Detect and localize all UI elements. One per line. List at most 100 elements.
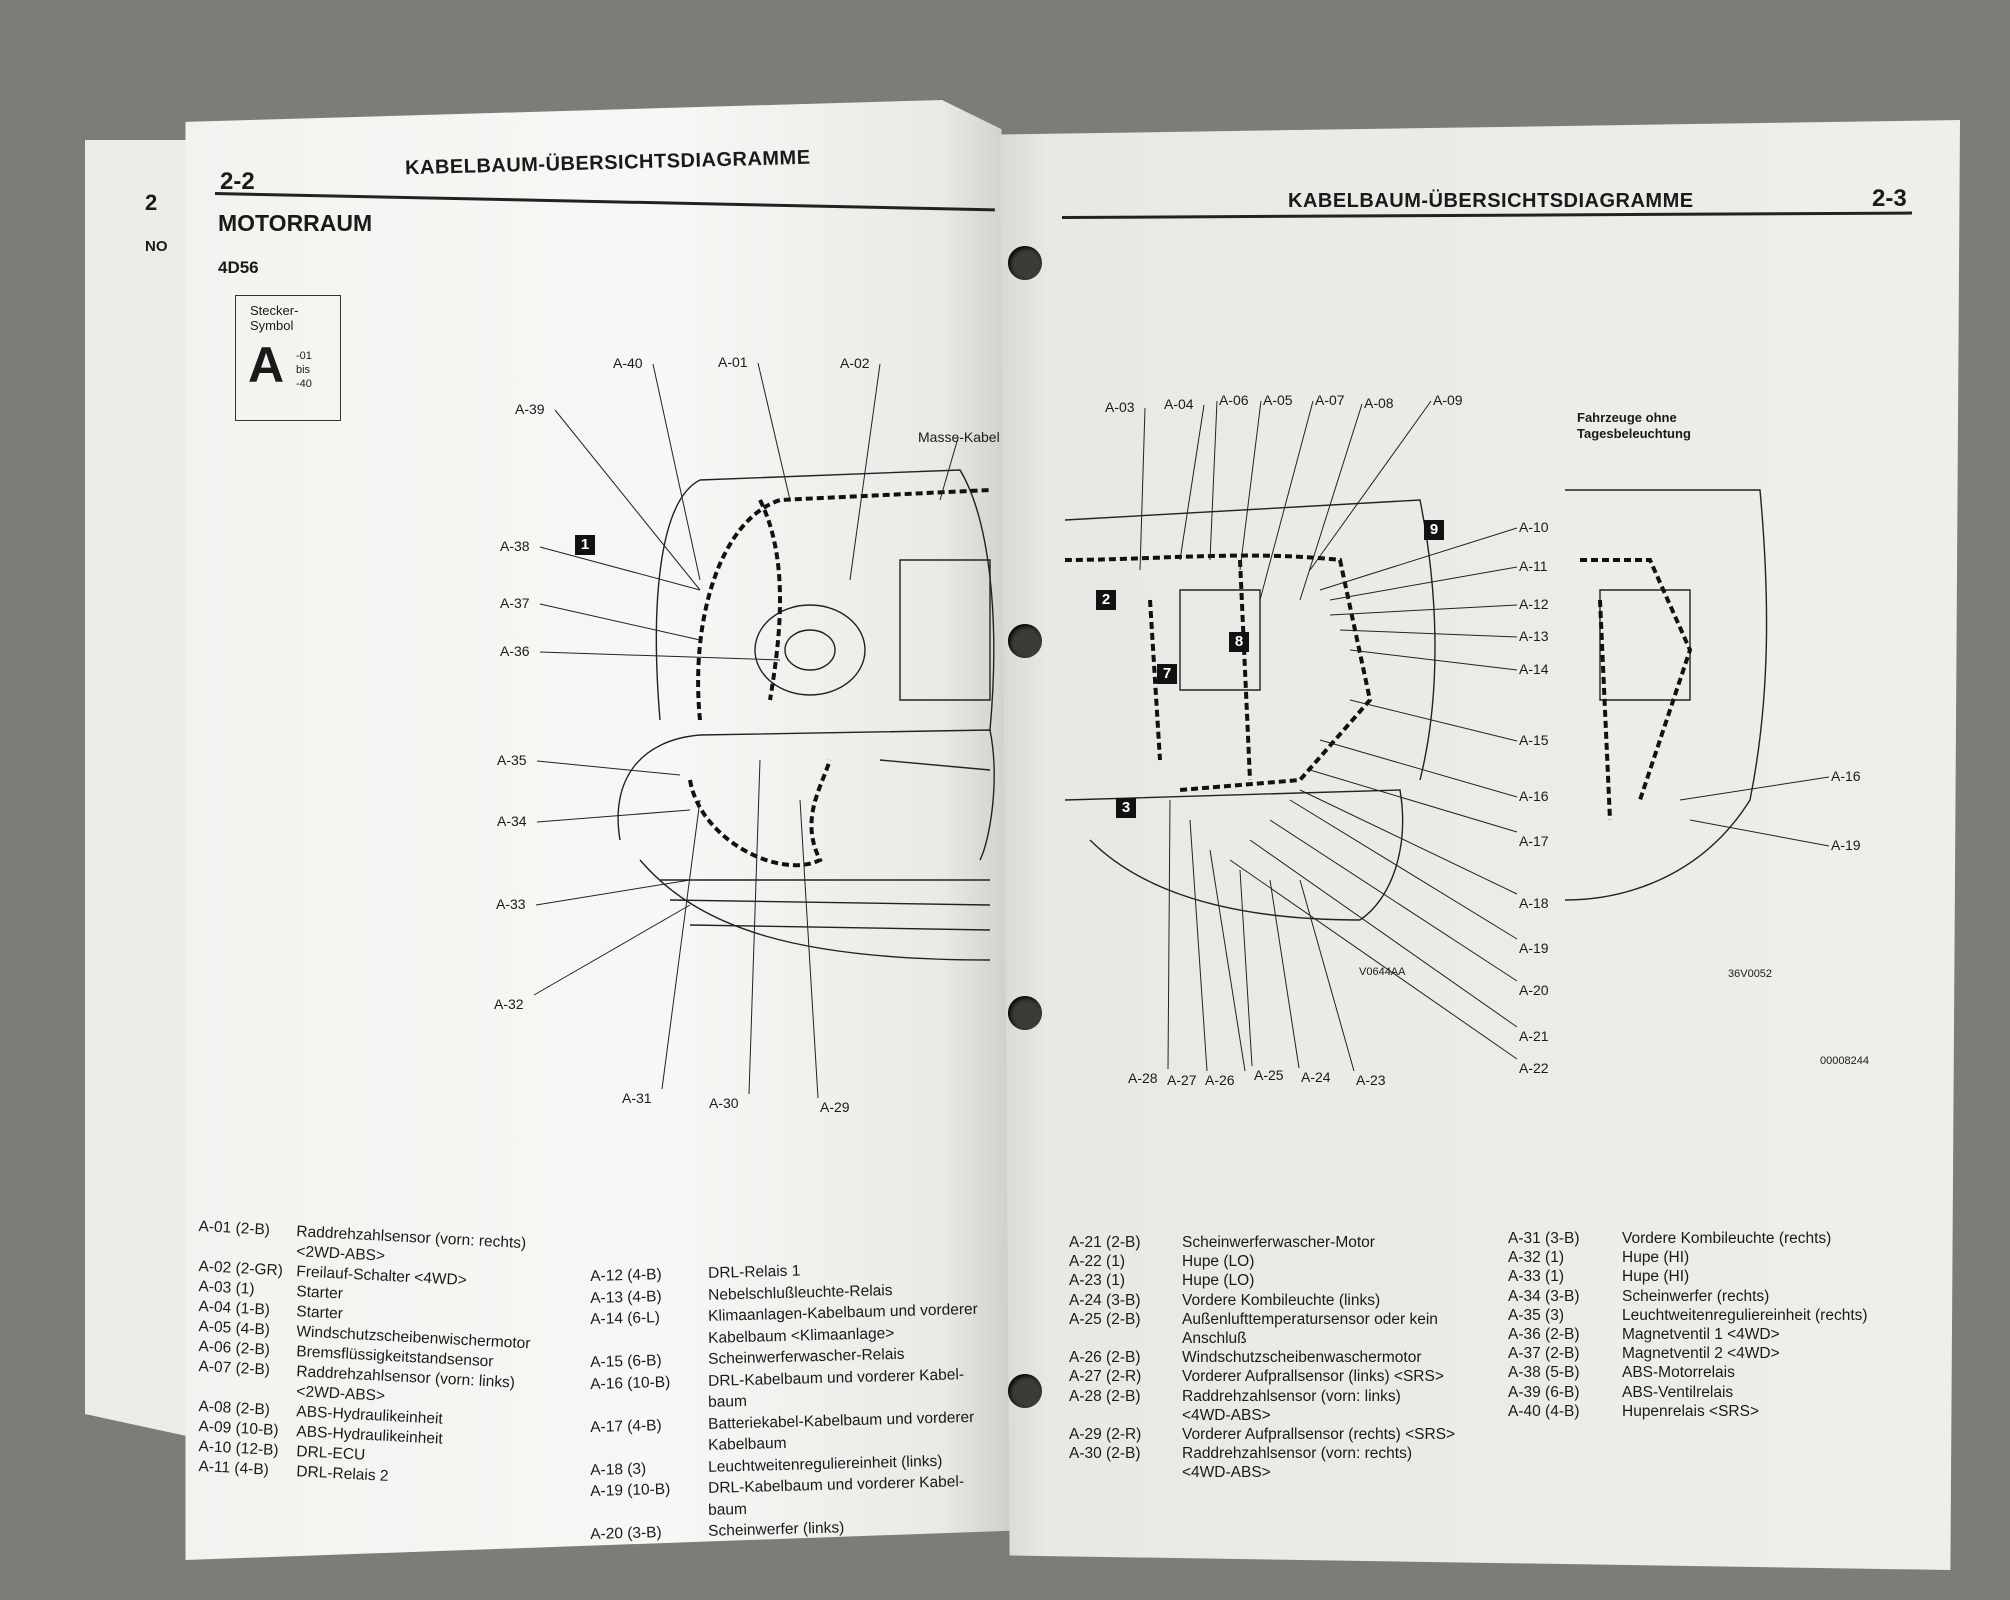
leader-line bbox=[849, 363, 881, 581]
leader-line bbox=[799, 799, 819, 1099]
legend-description: Vorderer Aufprallsensor (rechts) <SRS> bbox=[1182, 1426, 1456, 1443]
diagram-label: A-06 bbox=[1219, 392, 1249, 408]
diagram-label: A-05 bbox=[1263, 392, 1293, 408]
legend-description: Starter bbox=[295, 1303, 344, 1323]
connector-caption-2: Symbol bbox=[250, 318, 294, 333]
diagram-label: A-38 bbox=[500, 538, 530, 554]
leader-line bbox=[661, 799, 701, 1090]
figure-code-page: 00008244 bbox=[1820, 1055, 1869, 1067]
legend-code: A-21 (2-B) bbox=[1069, 1234, 1141, 1251]
underlying-page-text: NO bbox=[145, 238, 168, 255]
leader-line bbox=[1299, 879, 1355, 1072]
diagram-label: A-11 bbox=[1519, 558, 1548, 574]
connector-symbol-box: Stecker- Symbol A -01 bis -40 bbox=[235, 295, 341, 421]
legend-code: A-27 (2-R) bbox=[1069, 1368, 1142, 1386]
diagram-label: A-17 bbox=[1519, 833, 1549, 849]
legend-description: Vordere Kombileuchte (rechts) bbox=[1622, 1230, 1832, 1247]
legend-code: A-08 (2-B) bbox=[198, 1398, 271, 1419]
left-harness bbox=[688, 488, 991, 868]
legend-code: A-07 (2-B) bbox=[198, 1358, 271, 1379]
diagram-label: A-28 bbox=[1128, 1070, 1158, 1086]
legend-code: A-11 (4-B) bbox=[198, 1458, 270, 1479]
diagram-label: A-08 bbox=[1364, 395, 1394, 411]
leader-line bbox=[539, 546, 701, 591]
leader-line bbox=[757, 362, 791, 501]
leader-line bbox=[1299, 403, 1363, 601]
legend-code: A-06 (2-B) bbox=[198, 1338, 271, 1359]
legend-code: A-34 (3-B) bbox=[1508, 1287, 1580, 1305]
legend-code: A-32 (1) bbox=[1508, 1249, 1564, 1267]
callout-number: 8 bbox=[1229, 632, 1249, 652]
diagram-label: A-01 bbox=[718, 354, 748, 370]
legend-description: baum bbox=[707, 1500, 748, 1519]
legend-description: DRL-ECU bbox=[295, 1443, 366, 1464]
legend-description: <4WD-ABS> bbox=[1182, 1406, 1271, 1424]
legend-code: A-29 (2-R) bbox=[1069, 1426, 1142, 1443]
diagram-label: A-21 bbox=[1519, 1028, 1549, 1044]
legend-description: Scheinwerfer (rechts) bbox=[1622, 1287, 1770, 1305]
legend-code: A-38 (5-B) bbox=[1508, 1364, 1580, 1382]
diagram-label: A-36 bbox=[500, 643, 530, 659]
diagram-label: A-09 bbox=[1433, 392, 1463, 408]
punch-hole bbox=[1008, 246, 1042, 280]
leader-line bbox=[1239, 400, 1262, 571]
diagram-label: A-34 bbox=[497, 813, 527, 829]
diagram-label: A-27 bbox=[1167, 1072, 1197, 1088]
diagram-label: A-03 bbox=[1105, 399, 1135, 415]
legend-description: DRL-Relais 1 bbox=[707, 1262, 801, 1282]
diagram-label: A-13 bbox=[1519, 628, 1549, 644]
legend-description: baum bbox=[707, 1392, 748, 1411]
legend-code: A-31 (3-B) bbox=[1508, 1230, 1580, 1247]
legend-code: A-30 (2-B) bbox=[1069, 1445, 1141, 1463]
punch-hole bbox=[1008, 996, 1042, 1030]
inset-title-line1: Fahrzeuge ohne bbox=[1577, 410, 1677, 425]
diagram-label: A-29 bbox=[820, 1099, 850, 1115]
legend-code: A-33 (1) bbox=[1508, 1268, 1564, 1286]
diagram-label: A-32 bbox=[494, 996, 524, 1012]
legend-description: ABS-Motorrelais bbox=[1622, 1364, 1735, 1382]
legend-description: Scheinwerferwascher-Motor bbox=[1182, 1234, 1375, 1251]
punch-hole bbox=[1008, 1374, 1042, 1408]
right-page-number: 2-3 bbox=[1872, 185, 1907, 212]
diagram-label: A-16 bbox=[1831, 768, 1861, 784]
underlying-page-number: 2 bbox=[145, 190, 158, 215]
legend-code: A-39 (6-B) bbox=[1508, 1383, 1580, 1401]
diagram-label: A-16 bbox=[1519, 788, 1549, 804]
legend-description: Hupe (LO) bbox=[1182, 1253, 1255, 1271]
legend-description: Anschluß bbox=[1182, 1330, 1247, 1347]
legend-description: Starter bbox=[295, 1283, 344, 1303]
legend-code: A-12 (4-B) bbox=[590, 1266, 662, 1285]
diagram-label: A-22 bbox=[1519, 1060, 1549, 1076]
diagram-label: A-35 bbox=[497, 752, 527, 768]
leader-line bbox=[533, 904, 691, 996]
leader-line bbox=[1309, 400, 1432, 571]
callout-number: 3 bbox=[1116, 798, 1136, 818]
engine-code: 4D56 bbox=[218, 258, 259, 277]
callout-number: 1 bbox=[575, 535, 595, 555]
leader-line bbox=[539, 603, 701, 641]
leader-line bbox=[748, 759, 761, 1095]
legend-code: A-25 (2-B) bbox=[1069, 1310, 1141, 1328]
legend-description: Vorderer Aufprallsensor (links) <SRS> bbox=[1182, 1368, 1444, 1386]
leader-lines bbox=[533, 362, 1830, 1099]
diagram-label: A-23 bbox=[1356, 1072, 1386, 1088]
legend-description: Vordere Kombileuchte (links) bbox=[1182, 1291, 1381, 1309]
leader-line bbox=[1299, 789, 1518, 895]
leader-line bbox=[539, 651, 781, 661]
legend-description: Raddrehzahlsensor (vorn: rechts) bbox=[1182, 1445, 1413, 1463]
diagram-label: A-31 bbox=[622, 1090, 652, 1106]
punch-hole bbox=[1008, 624, 1042, 658]
diagram-label: A-19 bbox=[1519, 940, 1549, 956]
diagram-label: A-02 bbox=[840, 355, 870, 371]
left-page bbox=[185, 100, 1010, 1560]
diagram-label: A-14 bbox=[1519, 661, 1549, 677]
legend-description: ABS-Ventilrelais bbox=[1622, 1383, 1734, 1401]
legend-code: A-35 (3) bbox=[1508, 1306, 1564, 1324]
diagram-label: A-12 bbox=[1519, 596, 1549, 612]
legend-description: Außenlufttemperatursensor oder kein bbox=[1182, 1310, 1438, 1328]
diagram-label: A-25 bbox=[1254, 1067, 1284, 1083]
leader-line bbox=[1269, 819, 1518, 982]
left-page-number: 2-2 bbox=[220, 168, 255, 195]
leader-line bbox=[939, 437, 959, 501]
diagram-label: A-07 bbox=[1315, 392, 1345, 408]
